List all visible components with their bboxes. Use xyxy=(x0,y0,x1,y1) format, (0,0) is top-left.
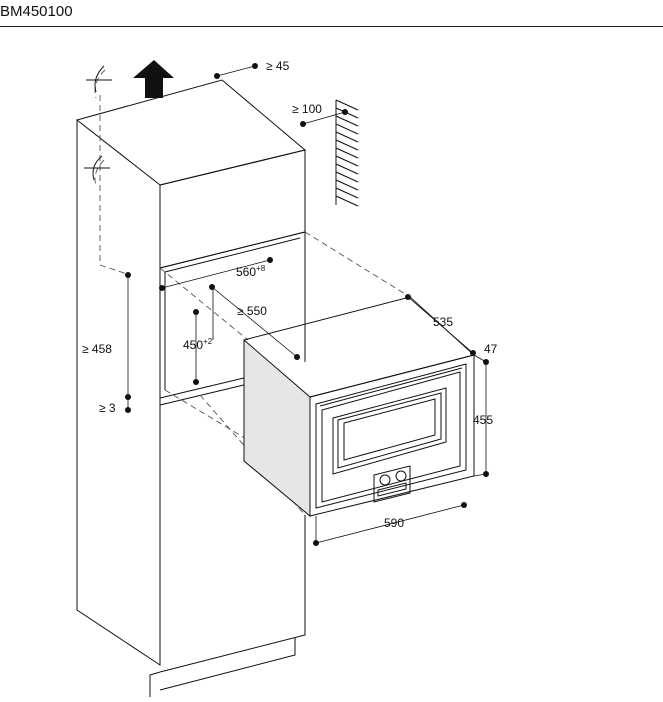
dimension-dots xyxy=(125,63,489,546)
model-number: BM450100 xyxy=(0,3,73,20)
appliance-width-label: 590 xyxy=(384,516,404,530)
niche-height-label: 450+2 xyxy=(183,337,213,352)
niche-depth-label: ≥ 550 xyxy=(237,304,267,318)
top-clearance-label: ≥ 45 xyxy=(266,59,290,73)
header-bar: BM450100 xyxy=(0,0,663,27)
bottom-gap-label: ≥ 3 xyxy=(99,401,116,415)
appliance-depth-label: 535 xyxy=(433,315,453,329)
ventilation-arrow-icon xyxy=(133,60,174,98)
front-depth-label: 47 xyxy=(484,342,498,356)
control-panel xyxy=(373,465,411,503)
wall-hatching xyxy=(335,99,359,207)
opening-height-label: ≥ 458 xyxy=(82,342,112,356)
dimension-lines xyxy=(127,65,487,544)
wall-clearance-label: ≥ 100 xyxy=(292,102,322,116)
appliance-height-label: 455 xyxy=(473,413,493,427)
oven-window xyxy=(332,387,447,475)
oven-appliance xyxy=(243,296,476,518)
left-control-knob[interactable] xyxy=(379,474,391,486)
right-control-knob[interactable] xyxy=(395,470,407,482)
niche-width-label: 560+8 xyxy=(236,264,266,279)
